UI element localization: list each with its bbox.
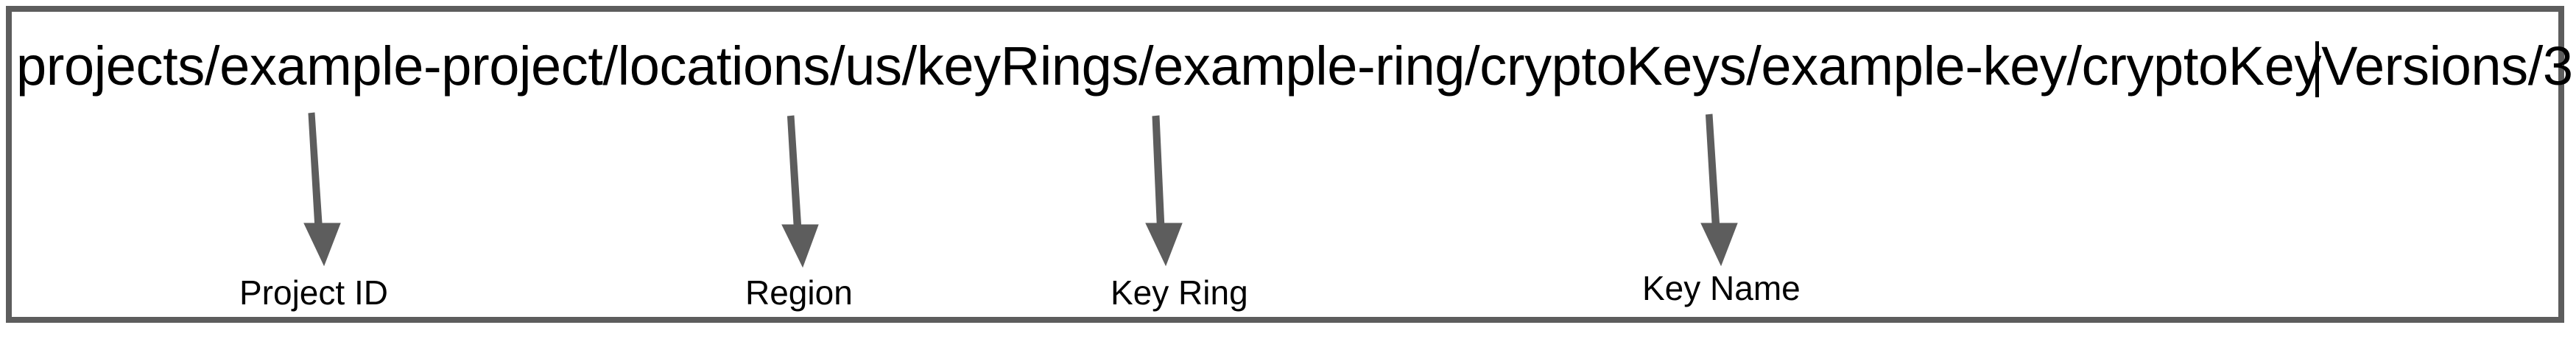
annotation-label-project-id: Project ID: [239, 273, 388, 312]
annotation-label-key-name: Key Name: [1642, 269, 1801, 307]
diagram-frame: [6, 6, 2564, 323]
annotation-label-region: Region: [745, 273, 853, 312]
text-caret: [2315, 41, 2319, 97]
resource-path-text[interactable]: projects/example-project/locations/us/ke…: [16, 35, 2573, 97]
annotation-label-key-ring: Key Ring: [1111, 273, 1248, 312]
